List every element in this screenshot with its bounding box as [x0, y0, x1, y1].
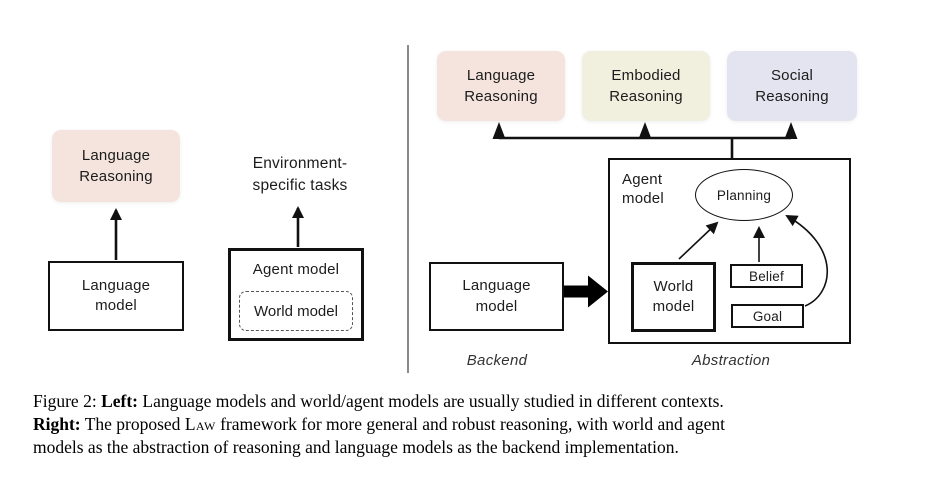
caption-line3-text: models as the abstraction of reasoning a…	[33, 437, 679, 457]
left-agent-model-box: Agent model World model	[228, 248, 364, 341]
arrowhead-to-language-reasoning	[492, 122, 506, 139]
left-language-model-label: Language model	[81, 276, 151, 314]
caption-left-text: Language models and world/agent models a…	[138, 391, 724, 411]
right-social-reasoning-box: Social Reasoning	[727, 51, 857, 121]
caption-figure-number: Figure 2:	[33, 391, 102, 411]
right-language-reasoning-label: Language Reasoning	[464, 67, 538, 105]
caption-line-2: Right: The proposed Law framework for mo…	[33, 413, 921, 436]
right-embodied-reasoning-label: Embodied Reasoning	[609, 67, 683, 105]
thick-arrow-backend-to-abstraction	[564, 275, 608, 308]
left-agent-model-label: Agent model	[252, 261, 340, 278]
goal-label: Goal	[752, 308, 783, 324]
caption-line-1: Figure 2: Left: Language models and worl…	[33, 390, 921, 413]
caption-law-smallcaps: Law	[184, 414, 216, 434]
world-model-label: World model	[652, 277, 695, 315]
right-embodied-reasoning-box: Embodied Reasoning	[582, 51, 710, 121]
belief-box: Belief	[730, 264, 803, 288]
right-language-model-box: Language model	[429, 262, 564, 331]
right-language-model-label: Language model	[462, 277, 531, 315]
caption-right-text-after: framework for more general and robust re…	[215, 414, 726, 434]
environment-specific-tasks-label: Environment- specific tasks	[252, 154, 348, 194]
figure-caption: Figure 2: Left: Language models and worl…	[33, 390, 921, 459]
goal-box: Goal	[731, 304, 804, 328]
right-social-reasoning-label: Social Reasoning	[755, 67, 829, 105]
arrowhead-to-social-reasoning	[784, 122, 798, 139]
left-language-model-box: Language model	[48, 261, 184, 331]
planning-label: Planning	[716, 187, 772, 203]
left-language-reasoning-box: Language Reasoning	[52, 130, 180, 202]
agent-model-label: Agent model	[622, 171, 664, 207]
abstraction-label: Abstraction	[691, 352, 771, 369]
world-model-box: World model	[631, 262, 716, 332]
caption-line-3: models as the abstraction of reasoning a…	[33, 436, 921, 459]
belief-label: Belief	[749, 268, 784, 284]
left-world-model-label: World model	[254, 302, 338, 320]
left-world-model-box: World model	[239, 291, 353, 331]
right-language-reasoning-box: Language Reasoning	[437, 51, 565, 121]
caption-right-bold: Right:	[33, 414, 81, 434]
caption-right-text-before: The proposed	[80, 414, 185, 434]
planning-ellipse: Planning	[695, 169, 793, 221]
arrowhead-to-embodied-reasoning	[638, 122, 652, 139]
left-language-reasoning-label: Language Reasoning	[79, 147, 153, 185]
caption-left-bold: Left:	[101, 391, 138, 411]
backend-label: Backend	[466, 352, 528, 369]
panel-divider	[407, 45, 409, 373]
